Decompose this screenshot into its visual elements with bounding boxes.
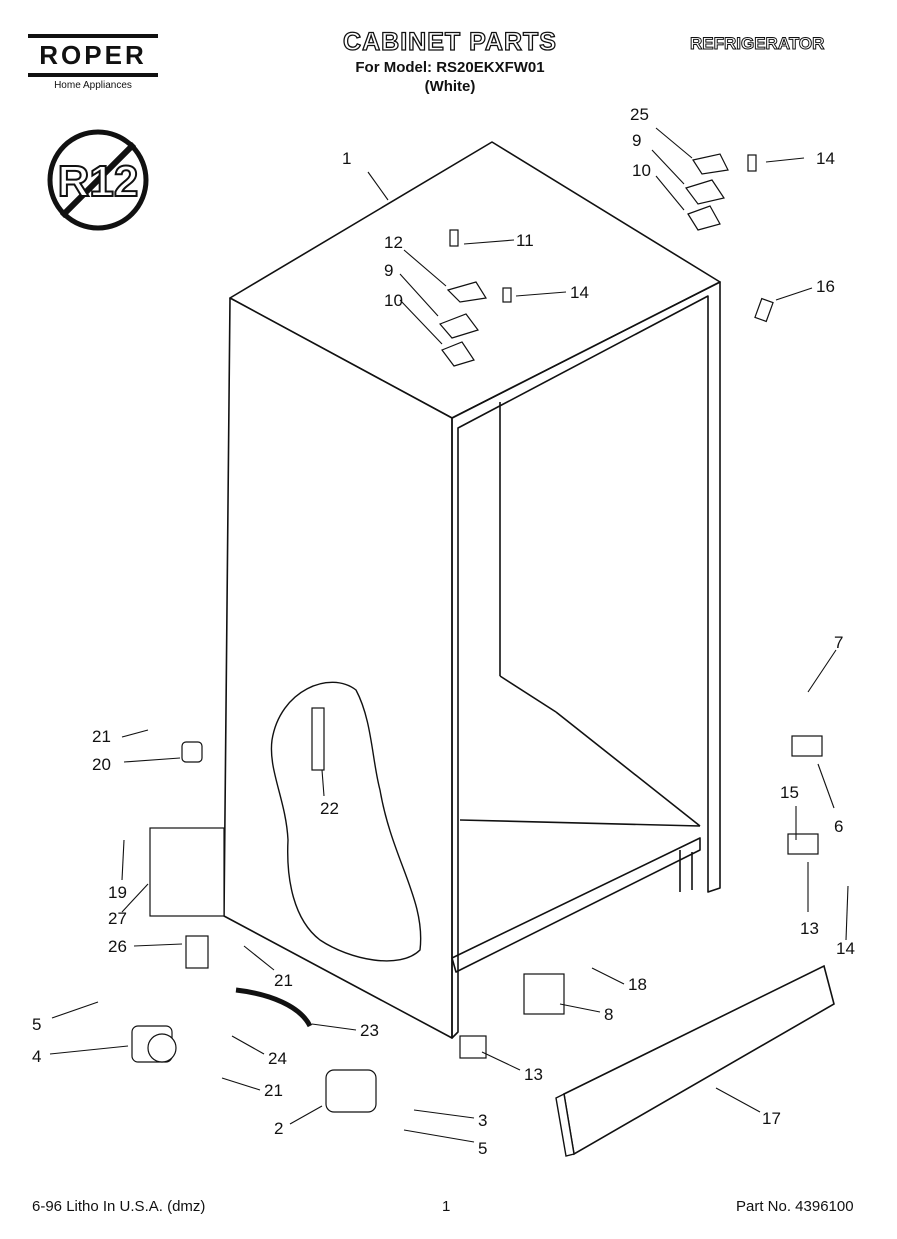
model-info: For Model: RS20EKXFW01 (White) — [330, 58, 570, 96]
callout-3: 3 — [478, 1111, 487, 1130]
callout-13b: 13 — [524, 1065, 543, 1084]
callout-22: 22 — [320, 799, 339, 818]
model-line: For Model: RS20EKXFW01 — [355, 59, 545, 76]
callout-20: 20 — [92, 755, 111, 774]
callout-23: 23 — [360, 1021, 379, 1040]
footer-page-number: 1 — [442, 1198, 451, 1215]
callout-21c: 21 — [264, 1081, 283, 1100]
leader-lines — [49, 127, 849, 1143]
callout-14c: 14 — [836, 939, 855, 958]
callout-15: 15 — [780, 783, 799, 802]
callout-12: 12 — [384, 233, 403, 252]
callout-9: 9 — [632, 131, 641, 150]
footer-part-number: Part No. 4396100 — [736, 1198, 854, 1215]
callout-19: 19 — [108, 883, 127, 902]
callout-labels: 1 25 9 10 14 12 11 9 14 10 16 7 6 15 13 … — [32, 105, 855, 1158]
callout-6: 6 — [834, 817, 843, 836]
top-hinge-assembly — [438, 153, 774, 367]
callout-26: 26 — [108, 937, 127, 956]
callout-4: 4 — [32, 1047, 41, 1066]
callout-11: 11 — [516, 231, 534, 250]
callout-16: 16 — [816, 277, 835, 296]
grille — [555, 964, 835, 1157]
footer-litho: 6-96 Litho In U.S.A. (dmz) — [32, 1198, 206, 1215]
callout-21b: 21 — [274, 971, 293, 990]
callout-24: 24 — [268, 1049, 287, 1068]
callout-10: 10 — [632, 161, 651, 180]
roper-logo: ROPER Home Appliances — [28, 34, 158, 91]
callout-5b: 5 — [478, 1139, 487, 1158]
r12-text: R12 — [58, 157, 139, 206]
brand-subtitle: Home Appliances — [54, 80, 132, 91]
callout-21: 21 — [92, 727, 111, 746]
callout-8: 8 — [604, 1005, 613, 1024]
callout-14b: 14 — [570, 283, 589, 302]
callout-7: 7 — [834, 633, 843, 652]
callout-1: 1 — [342, 149, 351, 168]
callout-25: 25 — [630, 105, 649, 124]
callout-2: 2 — [274, 1119, 283, 1138]
callout-18: 18 — [628, 975, 647, 994]
color-line: (White) — [424, 78, 476, 95]
callout-17: 17 — [762, 1109, 781, 1128]
cutaway-view — [270, 681, 422, 962]
page-title: CABINET PARTS — [342, 27, 557, 56]
callout-13: 13 — [800, 919, 819, 938]
callout-9b: 9 — [384, 261, 393, 280]
appliance-type: REFRIGERATOR — [689, 34, 825, 54]
callout-10b: 10 — [384, 291, 403, 310]
brand-name: ROPER — [28, 34, 158, 77]
spring-part — [311, 707, 325, 771]
no-r12-icon: R12 — [47, 129, 149, 231]
callout-14: 14 — [816, 149, 835, 168]
callout-27: 27 — [108, 909, 127, 928]
callout-5: 5 — [32, 1015, 41, 1034]
